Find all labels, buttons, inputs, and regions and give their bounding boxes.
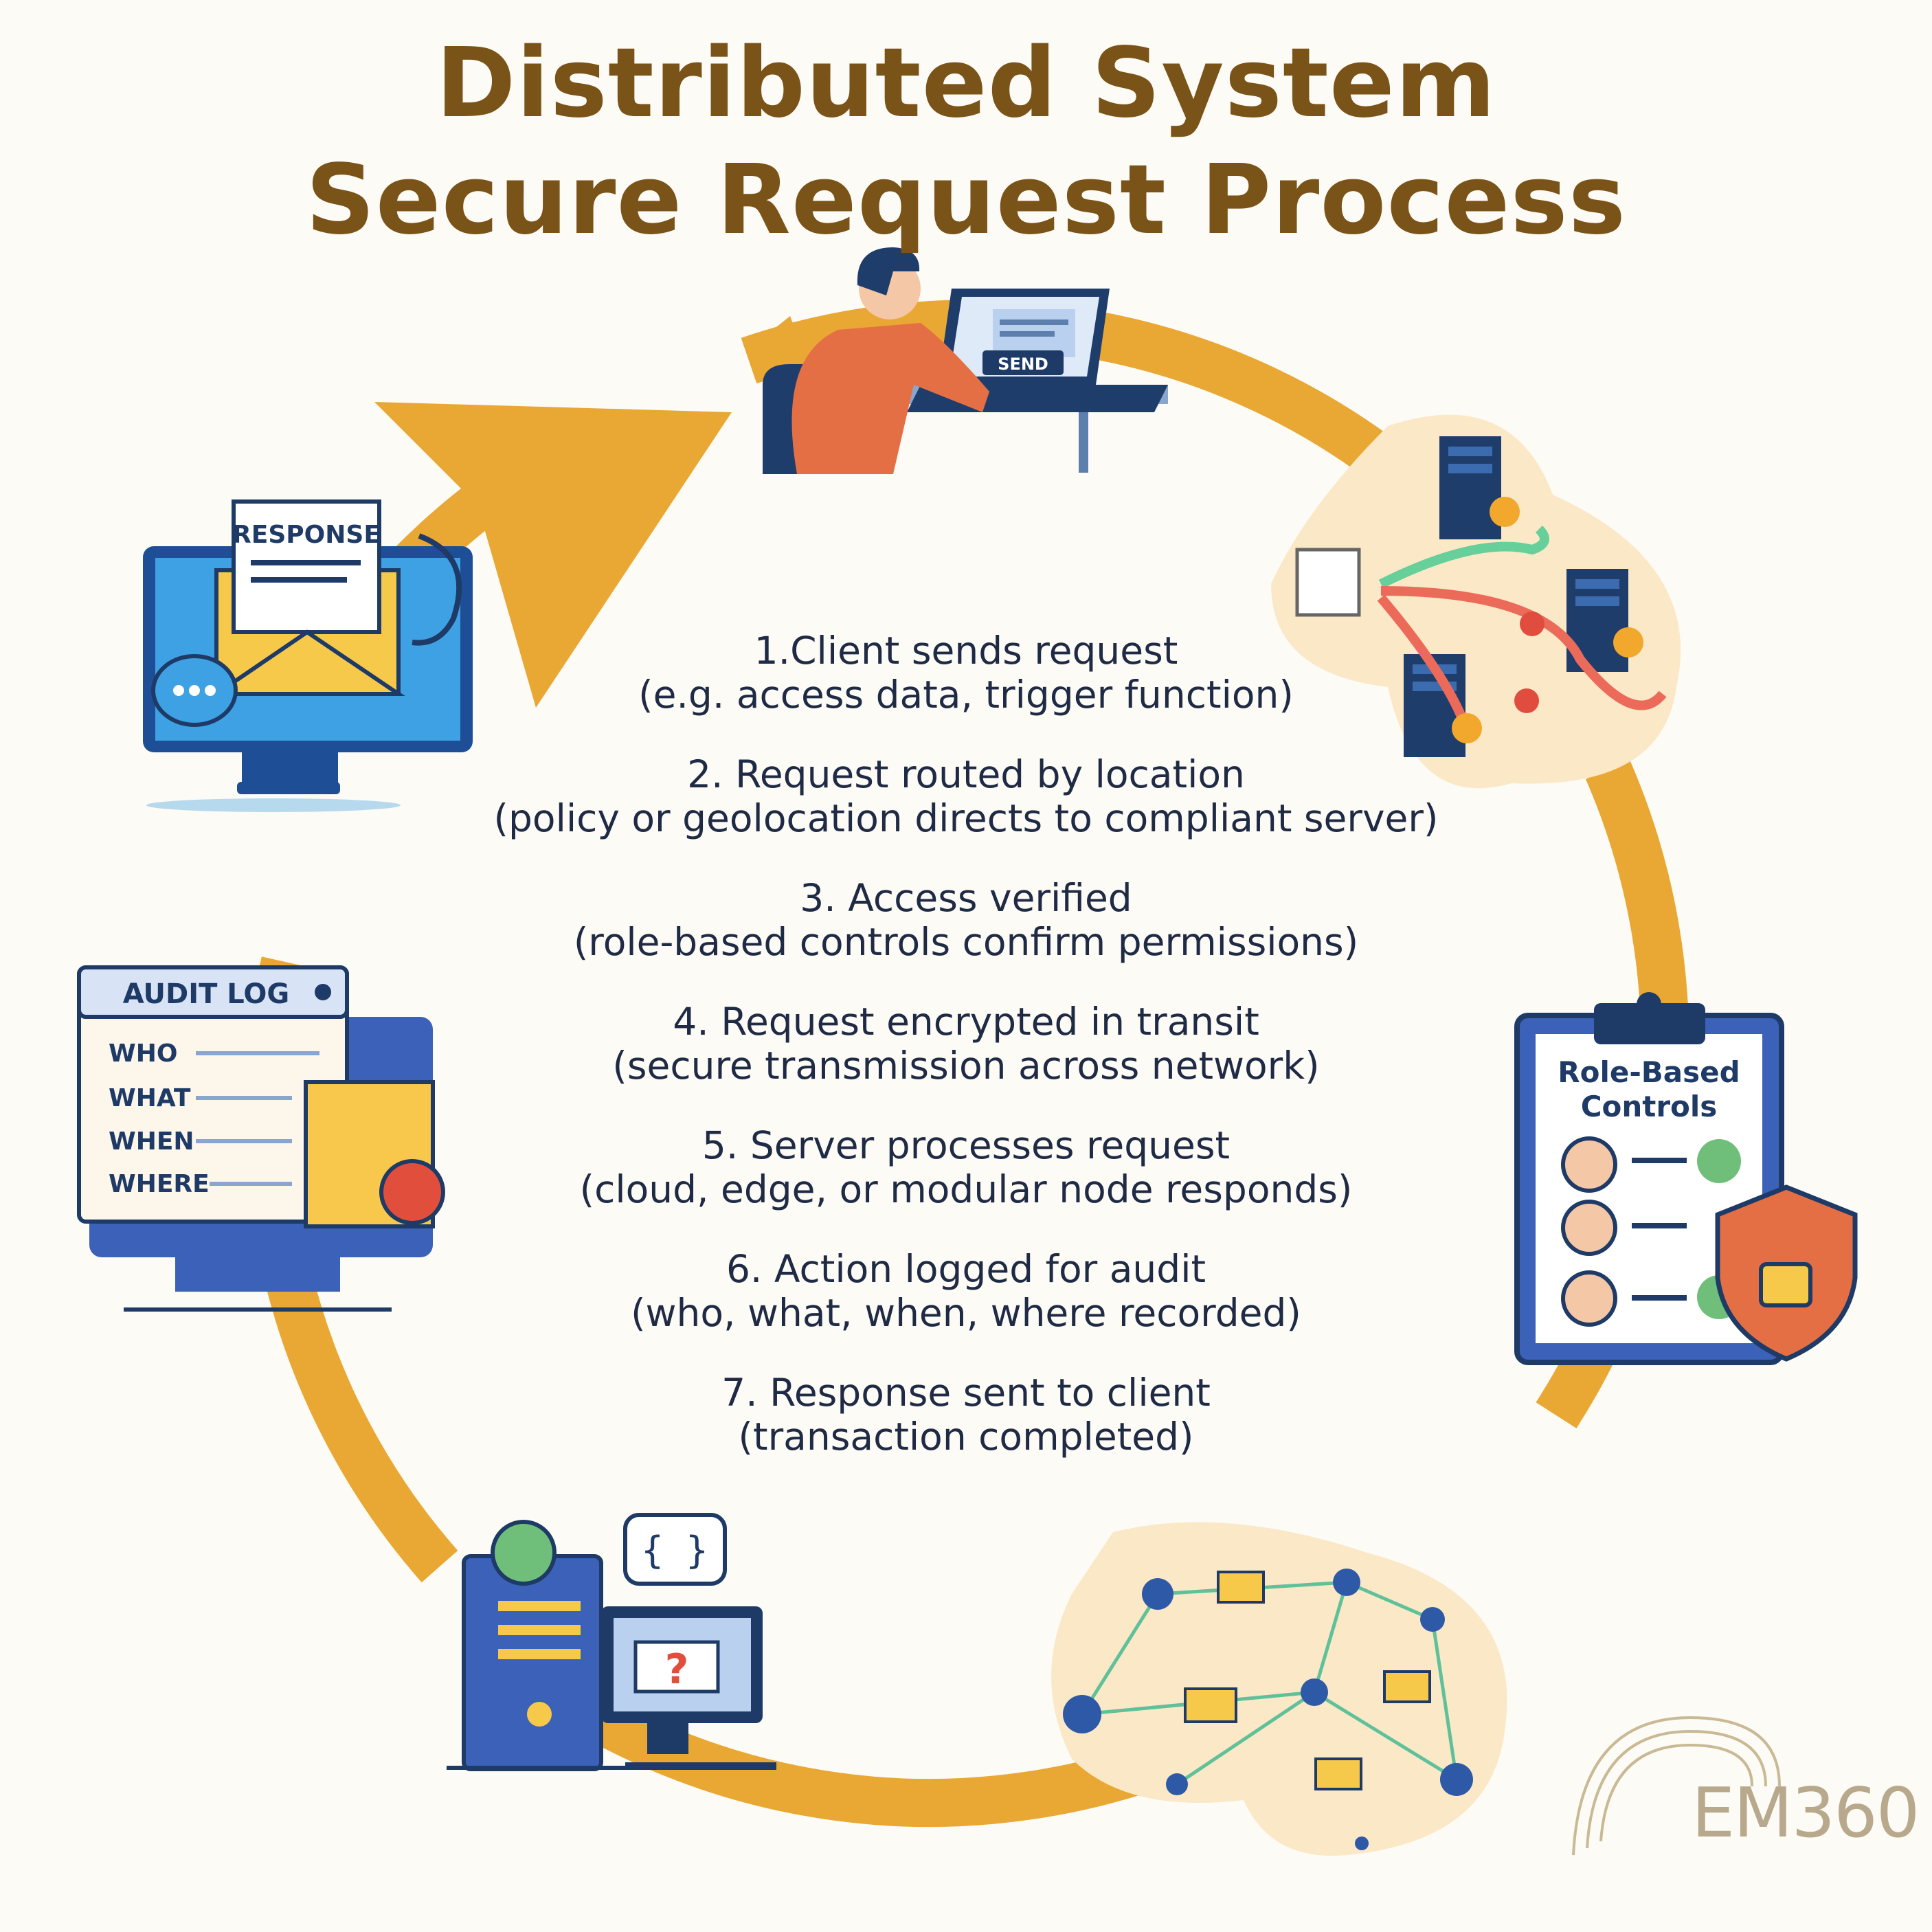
step-2-title: 2. Request routed by location bbox=[687, 752, 1245, 796]
audit-field-who: WHO bbox=[109, 1040, 177, 1068]
step-4: 4. Request encrypted in transit (secure … bbox=[385, 1000, 1547, 1088]
audit-field-where: WHERE bbox=[109, 1170, 210, 1198]
network-illustration bbox=[1051, 1522, 1507, 1856]
encrypted-packet-icon bbox=[1184, 1687, 1237, 1723]
step-7: 7. Response sent to client (transaction … bbox=[385, 1371, 1547, 1459]
send-button bbox=[982, 350, 1064, 375]
step-6: 6. Action logged for audit (who, what, w… bbox=[385, 1247, 1547, 1335]
location-pin-icon bbox=[1452, 497, 1643, 743]
check-icon bbox=[1697, 1139, 1741, 1183]
step-1: 1.Client sends request (e.g. access data… bbox=[385, 629, 1547, 717]
steps-list: 1.Client sends request (e.g. access data… bbox=[385, 629, 1547, 1494]
page-title-line1: Distributed System bbox=[436, 27, 1496, 139]
user-avatar-icon bbox=[1561, 1136, 1617, 1193]
step-2-detail: (policy or geolocation directs to compli… bbox=[493, 796, 1439, 840]
reply-arrow-icon bbox=[412, 533, 462, 646]
user-avatar-icon bbox=[1561, 1270, 1617, 1327]
audit-field-when: WHEN bbox=[109, 1127, 194, 1156]
user-avatar-icon bbox=[1561, 1200, 1617, 1256]
document-icon bbox=[1295, 548, 1361, 617]
code-braces: { } bbox=[641, 1529, 708, 1572]
check-badge-icon bbox=[379, 1159, 445, 1225]
brand-logo-text: EM360 bbox=[1692, 1773, 1920, 1853]
rbac-title-line1: Role-Based bbox=[1558, 1055, 1740, 1089]
encrypted-packet-icon bbox=[1314, 1757, 1362, 1790]
step-3-detail: (role-based controls confirm permissions… bbox=[573, 920, 1359, 964]
ring-arrowhead bbox=[374, 402, 732, 708]
step-5-title: 5. Server processes request bbox=[701, 1123, 1231, 1167]
step-4-detail: (secure transmission across network) bbox=[612, 1044, 1320, 1088]
response-illustration: RESPONSE bbox=[143, 499, 473, 812]
step-3: 3. Access verified (role-based controls … bbox=[385, 876, 1547, 964]
step-1-title: 1.Client sends request bbox=[754, 629, 1178, 673]
step-6-detail: (who, what, when, where recorded) bbox=[631, 1291, 1301, 1335]
step-7-detail: (transaction completed) bbox=[738, 1415, 1194, 1459]
em360-logo-mark bbox=[1572, 1716, 1781, 1856]
step-1-detail: (e.g. access data, trigger function) bbox=[638, 673, 1294, 717]
client-illustration: SEND bbox=[763, 247, 1168, 474]
ring-arrowhead-small bbox=[756, 316, 811, 371]
routing-illustration bbox=[1271, 414, 1681, 789]
response-label: RESPONSE bbox=[232, 521, 381, 549]
step-5-detail: (cloud, edge, or modular node responds) bbox=[579, 1167, 1353, 1211]
step-5: 5. Server processes request (cloud, edge… bbox=[385, 1123, 1547, 1211]
send-label: SEND bbox=[998, 355, 1048, 374]
step-2: 2. Request routed by location (policy or… bbox=[385, 752, 1547, 840]
page-title-line2: Secure Request Process bbox=[305, 144, 1627, 256]
rbac-title-line2: Controls bbox=[1581, 1090, 1718, 1123]
audit-field-what: WHAT bbox=[109, 1084, 191, 1112]
audit-log-illustration: AUDIT LOG WHO WHAT WHEN WHERE bbox=[77, 965, 445, 1312]
encrypted-packet-icon bbox=[1217, 1571, 1265, 1604]
step-4-title: 4. Request encrypted in transit bbox=[673, 1000, 1259, 1044]
rbac-illustration: Role-Based Controls bbox=[1514, 992, 1858, 1365]
check-icon bbox=[491, 1520, 557, 1586]
step-7-title: 7. Response sent to client bbox=[721, 1371, 1211, 1415]
encrypted-packet-icon bbox=[1383, 1670, 1431, 1703]
code-bubble-icon bbox=[623, 1513, 727, 1586]
step-6-title: 6. Action logged for audit bbox=[726, 1247, 1206, 1291]
question-mark: ? bbox=[665, 1645, 689, 1694]
audit-log-header: AUDIT LOG bbox=[123, 978, 289, 1010]
server-processing-illustration: ? { } bbox=[447, 1513, 776, 1771]
step-3-title: 3. Access verified bbox=[800, 876, 1132, 920]
